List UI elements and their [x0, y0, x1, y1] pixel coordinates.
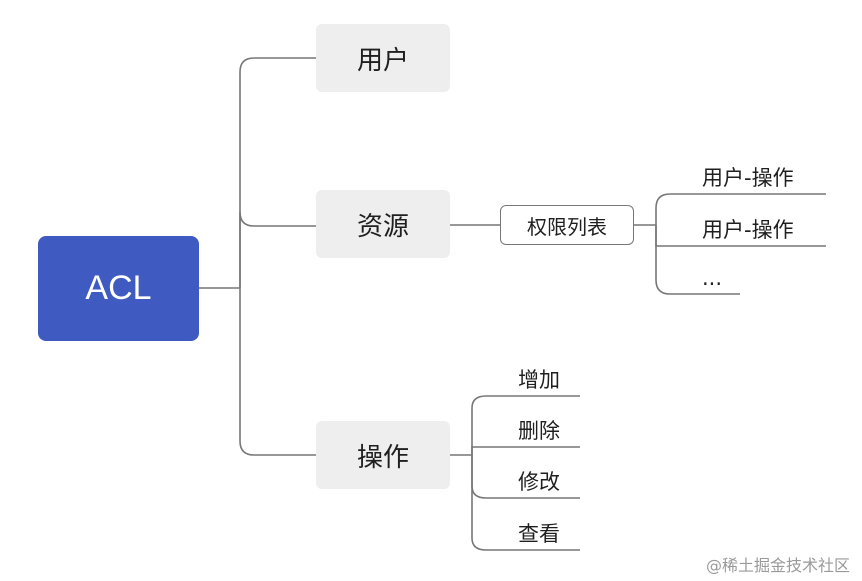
node-operation: 操作	[316, 421, 450, 489]
operation-leaf-modify: 修改	[518, 470, 560, 494]
node-resource: 资源	[316, 190, 450, 258]
watermark-text: @稀土掘金技术社区	[706, 556, 851, 575]
permission-item: 用户-操作	[702, 218, 794, 242]
operation-leaf-view: 查看	[518, 522, 560, 546]
node-permission-list: 权限列表	[500, 205, 634, 245]
operation-leaf-add: 增加	[518, 368, 560, 392]
permission-item-ellipsis: ...	[702, 266, 723, 290]
node-user: 用户	[316, 24, 450, 92]
operation-leaf-delete: 删除	[518, 419, 560, 443]
root-node-acl: ACL	[38, 236, 199, 341]
permission-item: 用户-操作	[702, 166, 794, 190]
